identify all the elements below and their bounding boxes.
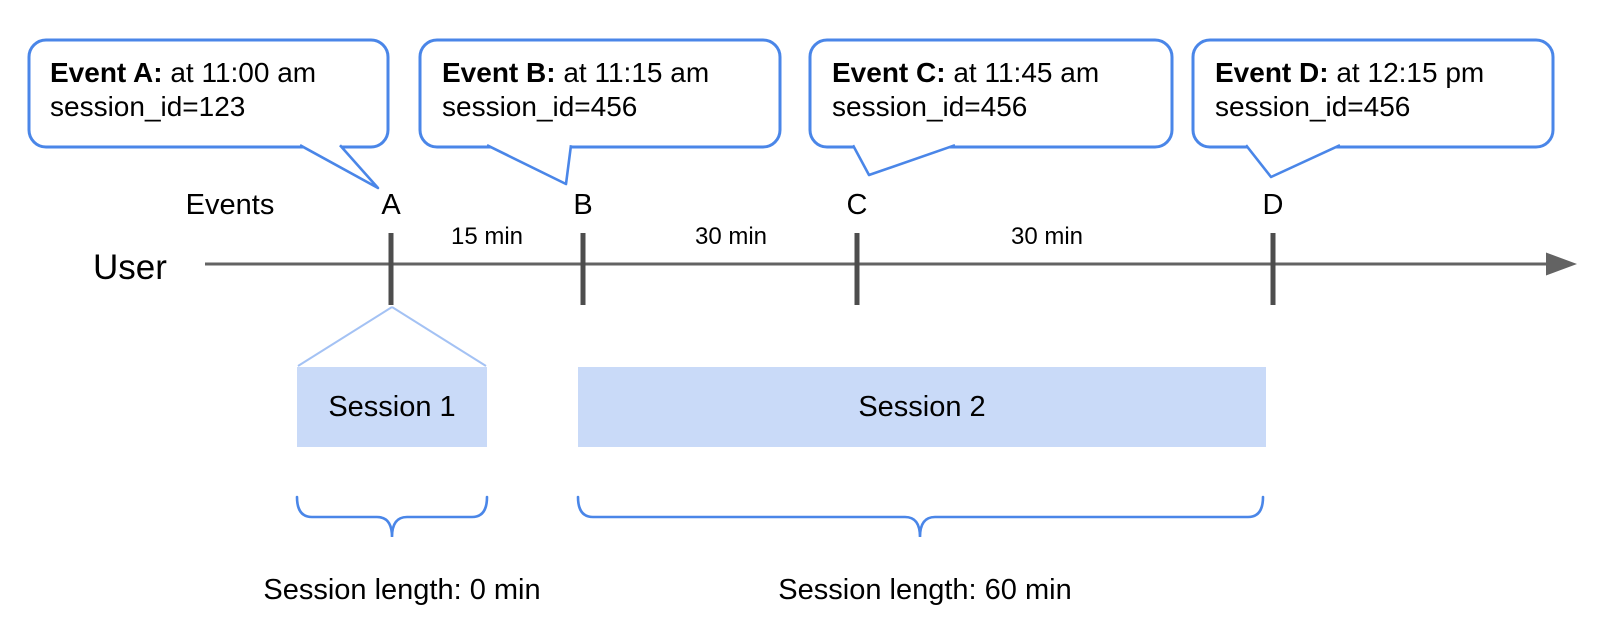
- event-b-letter: B: [573, 189, 593, 221]
- event-c-time: at 11:45 am: [953, 57, 1100, 88]
- timeline-arrowhead-icon: [1546, 252, 1577, 276]
- event-a-session-id: session_id=123: [50, 91, 246, 122]
- session2-box: Session 2: [578, 367, 1266, 447]
- event-c-session-id: session_id=456: [832, 91, 1028, 122]
- event-b-bubble-tail: [486, 144, 573, 186]
- session1-brace: [295, 495, 489, 538]
- event-b-title: Event B:: [442, 57, 556, 88]
- event-c-title: Event C:: [832, 57, 946, 88]
- interval-a-b-label: 15 min: [450, 223, 524, 250]
- event-b-line1: Event B: at 11:15 am: [442, 56, 709, 90]
- event-a-title: Event A:: [50, 57, 163, 88]
- event-c-bubble-text: Event C: at 11:45 am session_id=456: [832, 56, 1099, 124]
- session1-funnel-left-line: [297, 306, 393, 367]
- interval-c-d-label: 30 min: [1010, 223, 1084, 250]
- event-a-line1: Event A: at 11:00 am: [50, 56, 316, 90]
- event-c-letter: C: [846, 189, 868, 221]
- session2-length-label: Session length: 60 min: [778, 574, 1072, 606]
- event-c-line1: Event C: at 11:45 am: [832, 56, 1099, 90]
- session2-brace: [576, 495, 1265, 538]
- session1-box: Session 1: [297, 367, 487, 447]
- event-d-title: Event D:: [1215, 57, 1329, 88]
- event-b-bubble-text: Event B: at 11:15 am session_id=456: [442, 56, 709, 124]
- event-b-time: at 11:15 am: [563, 57, 710, 88]
- event-d-bubble-text: Event D: at 12:15 pm session_id=456: [1215, 56, 1484, 124]
- session2-label: Session 2: [858, 390, 986, 423]
- session1-length-label: Session length: 0 min: [263, 574, 541, 606]
- event-d-letter: D: [1262, 189, 1284, 221]
- event-c-bubble-tail: [851, 143, 956, 177]
- user-row-label: User: [93, 248, 167, 287]
- events-row-label: Events: [185, 189, 275, 221]
- event-d-line1: Event D: at 12:15 pm: [1215, 56, 1484, 90]
- event-a-letter: A: [381, 189, 401, 221]
- event-d-time: at 12:15 pm: [1336, 57, 1485, 88]
- event-a-time: at 11:00 am: [170, 57, 317, 88]
- session1-label: Session 1: [328, 390, 456, 423]
- event-d-session-id: session_id=456: [1215, 91, 1411, 122]
- event-a-bubble-tail: [299, 144, 380, 190]
- session1-funnel-right-line: [391, 306, 487, 367]
- event-b-session-id: session_id=456: [442, 91, 638, 122]
- event-a-bubble-text: Event A: at 11:00 am session_id=123: [50, 56, 316, 124]
- interval-b-c-label: 30 min: [694, 223, 768, 250]
- event-d-bubble-tail: [1244, 144, 1341, 179]
